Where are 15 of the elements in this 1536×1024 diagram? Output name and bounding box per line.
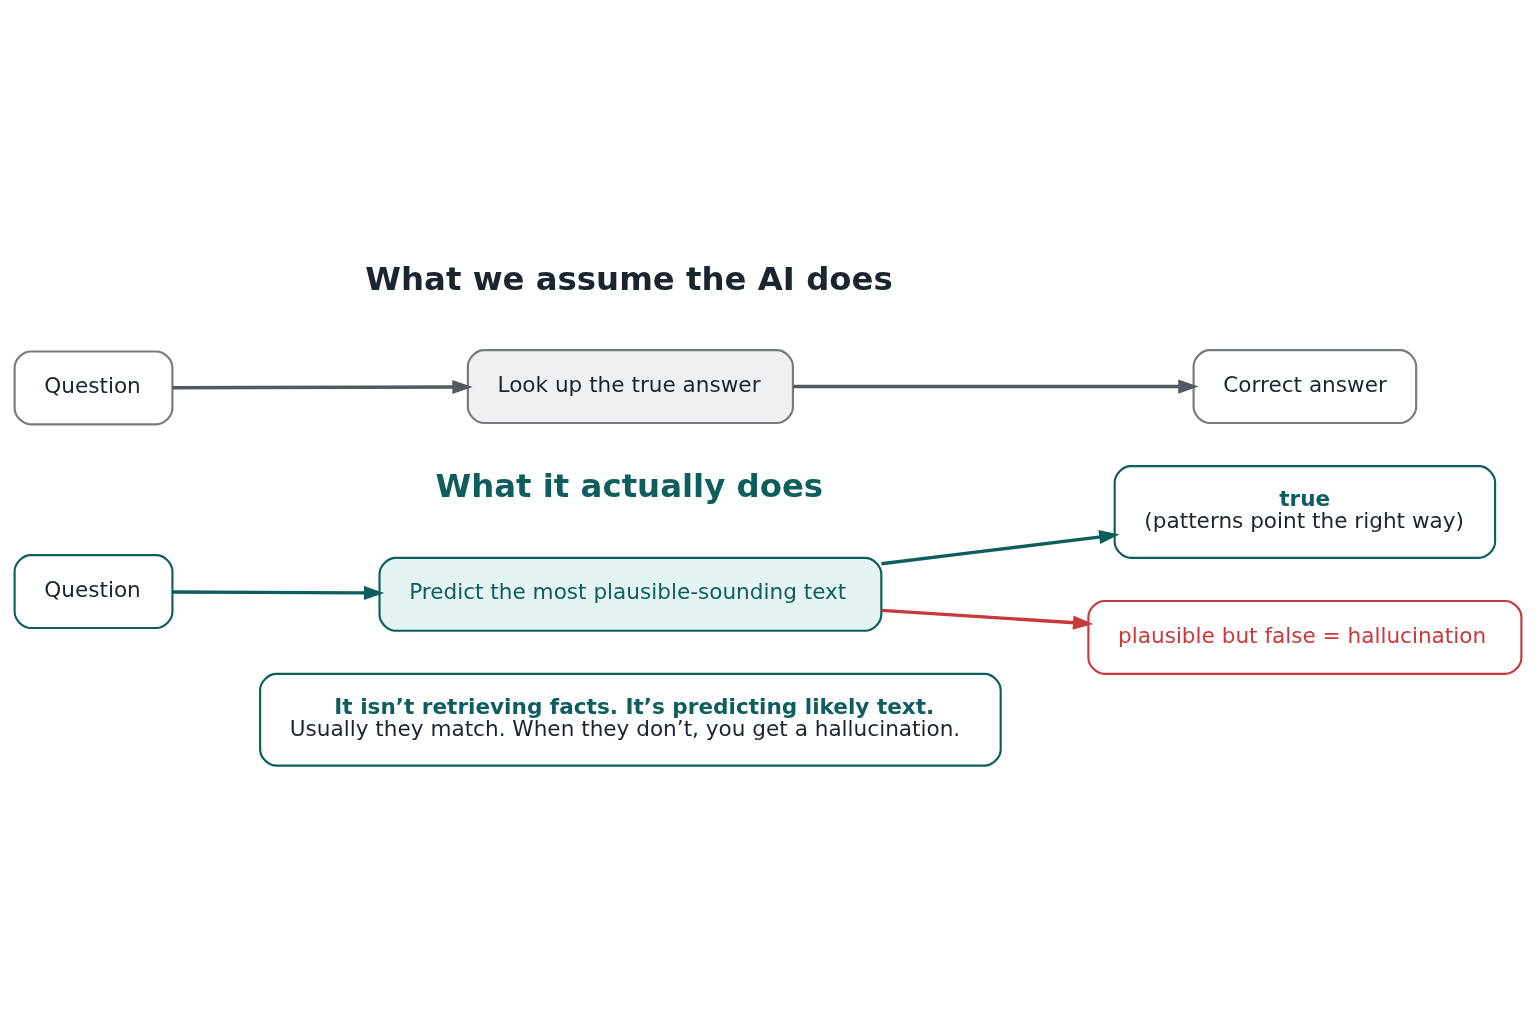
node-box: Correct answer [1192,349,1418,425]
node-box: Question [13,554,174,630]
arrow [793,379,1199,394]
arrow [172,379,473,395]
label: What it actually does [435,467,824,506]
arrow [881,529,1120,566]
node-box: Question [13,350,174,426]
arrow [881,608,1094,630]
node-box: It isn’t retrieving facts. It’s predicting likely text. Usually they match. When they don’t, you get a hallucination. [259,672,1002,767]
node-box: Predict the most plausible-sounding text [378,556,883,632]
node-box: true (patterns point the right way) [1113,465,1497,559]
label: What we assume the AI does [365,259,893,298]
arrow [172,585,385,601]
node-box: plausible but false = hallucination [1087,599,1523,675]
node-box: Look up the true answer [466,349,795,425]
